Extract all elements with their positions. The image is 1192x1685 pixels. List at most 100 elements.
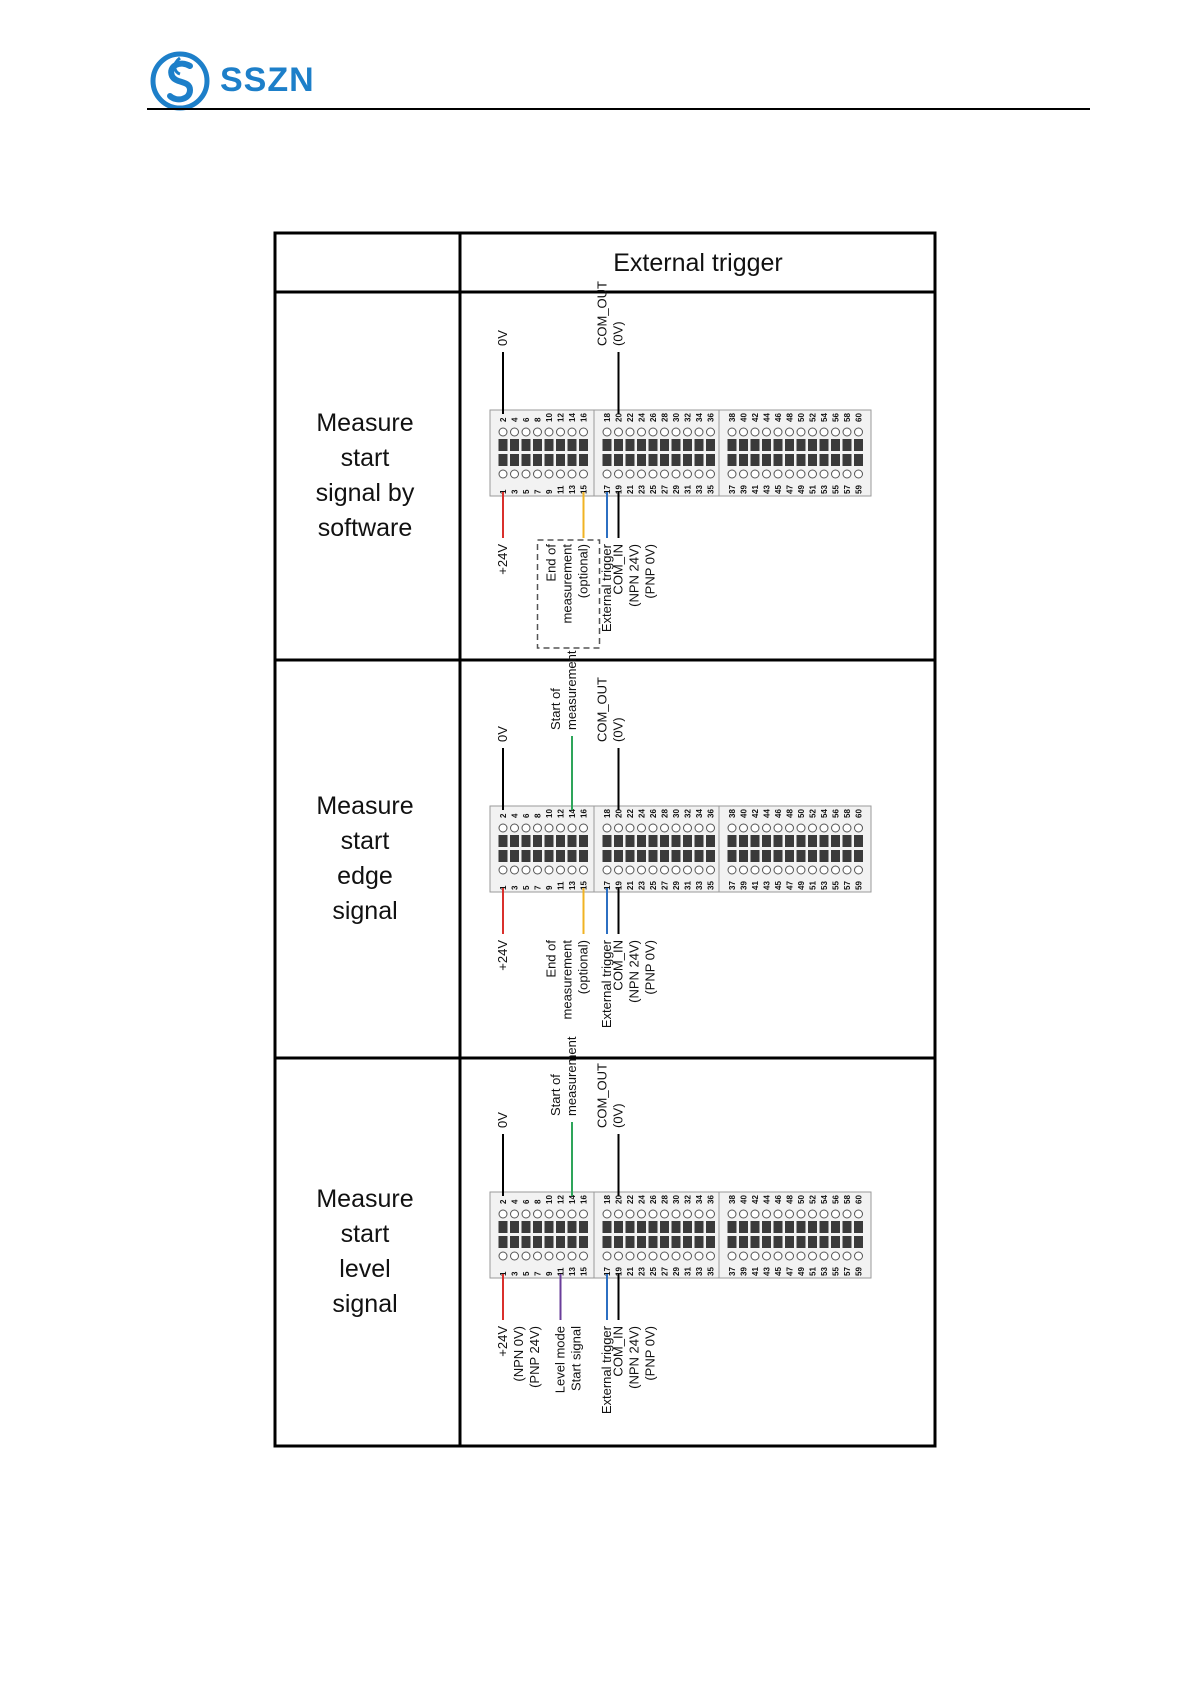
screw-hole	[785, 823, 794, 833]
pin-number-top: 26	[649, 413, 658, 422]
screw-hole	[498, 1251, 508, 1261]
pin-number-top: 6	[522, 417, 531, 422]
terminal-label-bottom: (PNP 0V)	[643, 940, 658, 995]
screw-hole	[567, 427, 577, 437]
connector-block	[718, 1191, 872, 1279]
pin-number-top: 18	[603, 809, 612, 818]
terminal-slot	[842, 454, 852, 466]
terminal-slot	[785, 439, 794, 451]
connector-block	[718, 805, 872, 893]
terminal-label-top: 0V	[495, 1112, 510, 1128]
pin-number-top: 34	[695, 809, 704, 818]
pin-number-top: 40	[740, 1195, 749, 1204]
terminal-slot	[510, 850, 519, 862]
screw-hole	[556, 1251, 565, 1261]
screw-hole	[694, 427, 704, 437]
pin-number-bottom: 57	[843, 881, 852, 890]
pin-number-bottom: 1	[499, 1271, 508, 1276]
terminal-slot	[785, 1236, 794, 1248]
screw-hole	[556, 469, 565, 479]
terminal-label-top: COM_OUT	[595, 1063, 610, 1128]
terminal-slot	[671, 454, 681, 466]
screw-hole	[819, 865, 829, 875]
table-border	[273, 231, 937, 1448]
terminal-slot	[648, 439, 658, 451]
screw-hole	[533, 469, 542, 479]
terminal-slot	[556, 439, 565, 451]
terminal-slot	[660, 850, 669, 862]
pin-number-bottom: 11	[557, 1267, 566, 1276]
pin-number-bottom: 11	[557, 485, 566, 494]
screw-hole	[625, 469, 635, 479]
screw-hole	[773, 1251, 783, 1261]
terminal-label-top: 0V	[495, 330, 510, 346]
terminal-slot	[796, 850, 806, 862]
pin-number-bottom: 25	[649, 1267, 658, 1276]
terminal-slot	[694, 454, 704, 466]
pin-number-bottom: 13	[568, 485, 577, 494]
pin-number-bottom: 43	[763, 485, 772, 494]
screw-hole	[602, 1209, 612, 1219]
screw-hole	[556, 823, 565, 833]
pin-number-top: 46	[774, 1195, 783, 1204]
pin-number-top: 48	[786, 413, 795, 422]
screw-hole	[614, 865, 623, 875]
pin-number-bottom: 15	[580, 881, 589, 890]
pin-number-top: 32	[684, 809, 693, 818]
pin-number-top: 54	[820, 413, 829, 422]
screw-hole	[660, 1251, 669, 1261]
screw-hole	[819, 427, 829, 437]
screw-hole	[706, 865, 715, 875]
pin-number-bottom: 5	[522, 885, 531, 890]
pin-number-bottom: 39	[740, 485, 749, 494]
terminal-slot	[660, 439, 669, 451]
terminal-slot	[842, 439, 852, 451]
terminal-slot	[533, 835, 542, 847]
screw-hole	[739, 1209, 748, 1219]
pin-number-bottom: 53	[820, 485, 829, 494]
terminal-slot	[533, 1221, 542, 1233]
pin-number-bottom: 49	[797, 485, 806, 494]
page-header: SSZN	[0, 0, 1192, 115]
terminal-label-top: (0V)	[611, 1103, 626, 1128]
terminal-label-bottom: End of	[544, 544, 559, 582]
pin-number-top: 22	[626, 1195, 635, 1204]
screw-hole	[648, 823, 658, 833]
screw-hole	[498, 823, 508, 833]
terminal-slot	[637, 439, 646, 451]
brand-name: SSZN	[220, 61, 315, 99]
pin-number-bottom: 57	[843, 1267, 852, 1276]
terminal-slot	[808, 835, 817, 847]
screw-hole	[762, 823, 771, 833]
screw-hole	[727, 427, 737, 437]
terminal-slot	[683, 439, 692, 451]
terminal-label-bottom: External trigger	[599, 1325, 614, 1414]
terminal-slot	[762, 439, 771, 451]
pin-number-top: 14	[568, 809, 577, 818]
screw-hole	[637, 1209, 646, 1219]
pin-number-bottom: 1	[499, 885, 508, 890]
pin-number-top: 6	[522, 813, 531, 818]
column-header: External trigger	[613, 248, 783, 277]
terminal-slot	[648, 835, 658, 847]
terminal-slot	[521, 850, 531, 862]
pin-number-top: 2	[499, 1199, 508, 1204]
terminal-slot	[671, 1236, 681, 1248]
screw-hole	[831, 865, 840, 875]
screw-hole	[614, 469, 623, 479]
terminal-slot	[660, 454, 669, 466]
screw-hole	[510, 865, 519, 875]
screw-hole	[739, 865, 748, 875]
terminal-slot	[637, 1236, 646, 1248]
connector-block	[489, 805, 597, 893]
terminal-slot	[796, 1236, 806, 1248]
screw-hole	[694, 823, 704, 833]
pin-number-bottom: 59	[855, 1267, 864, 1276]
terminal-slot	[694, 835, 704, 847]
screw-hole	[648, 469, 658, 479]
pin-number-top: 58	[843, 413, 852, 422]
terminal-slot	[854, 1236, 863, 1248]
terminal-slot	[819, 835, 829, 847]
row-label-level: Measure start level signal	[316, 1185, 414, 1318]
pin-number-top: 50	[797, 413, 806, 422]
